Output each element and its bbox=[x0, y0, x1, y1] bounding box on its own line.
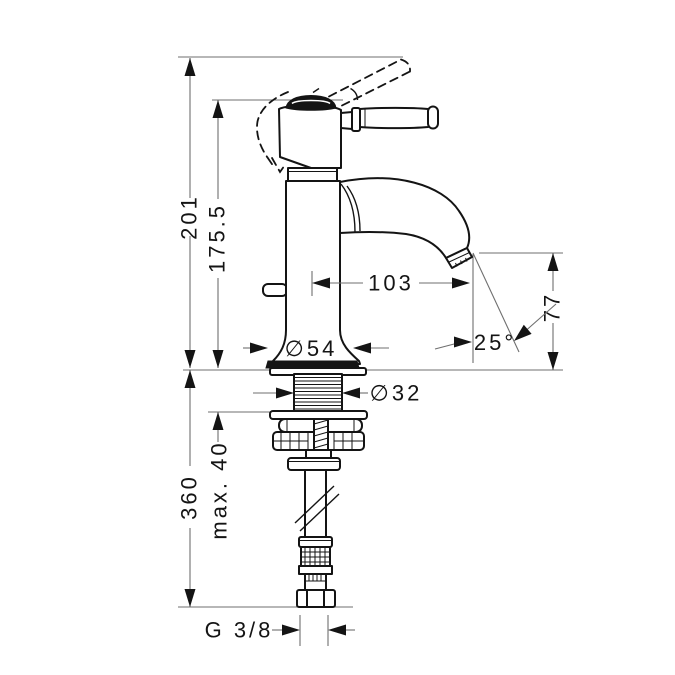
dimension-shank-diameter: ∅32 bbox=[253, 381, 423, 406]
dimension-thread-size: G 3/8 bbox=[205, 615, 355, 646]
dimension-max-counter-thickness: max. 40 bbox=[207, 412, 232, 540]
hose-hex-nut bbox=[296, 589, 336, 608]
aerator bbox=[445, 247, 473, 269]
dim-label-max-counter-thickness: max. 40 bbox=[207, 440, 232, 539]
dimension-hose-length: 360 bbox=[177, 370, 202, 607]
dim-label-spout-reach: 103 bbox=[368, 271, 414, 296]
handle-swing-dashed-outline bbox=[256, 58, 411, 174]
dim-label-total-height: 201 bbox=[177, 194, 202, 240]
handle-cap bbox=[285, 94, 337, 111]
lever-end-cap bbox=[427, 105, 439, 130]
flexible-hose bbox=[296, 536, 336, 608]
faucet-lever bbox=[340, 105, 439, 132]
pop-up-rod-knob bbox=[262, 283, 288, 297]
dim-label-base-diameter: ∅54 bbox=[285, 336, 338, 361]
mounting-hardware bbox=[269, 373, 368, 608]
dim-label-body-height: 175.5 bbox=[205, 203, 230, 273]
supply-pipe bbox=[294, 469, 340, 538]
dimension-spout-reach: 103 bbox=[311, 271, 470, 296]
dim-label-outlet-angle: 25° bbox=[474, 330, 516, 355]
base-rim bbox=[265, 360, 360, 369]
dimension-total-height: 201 bbox=[177, 58, 202, 368]
dimension-outlet-angle: 25° bbox=[434, 303, 557, 355]
dim-label-hose-length: 360 bbox=[177, 474, 202, 520]
threaded-shank bbox=[293, 373, 343, 412]
faucet-above-deck bbox=[262, 94, 473, 376]
mounting-nut bbox=[272, 418, 365, 471]
faucet-body-column bbox=[265, 180, 367, 376]
dim-label-thread-size: G 3/8 bbox=[205, 618, 274, 643]
dimension-body-height: 175.5 bbox=[205, 100, 230, 368]
faucet-handle-housing bbox=[278, 94, 342, 182]
dimension-outlet-height: 77 bbox=[540, 253, 565, 370]
dim-label-shank-diameter: ∅32 bbox=[370, 381, 423, 406]
extension-lines bbox=[178, 56, 563, 608]
dimension-base-diameter: ∅54 bbox=[243, 336, 389, 361]
faucet-spout bbox=[339, 177, 473, 269]
mounting-washer bbox=[269, 410, 368, 420]
